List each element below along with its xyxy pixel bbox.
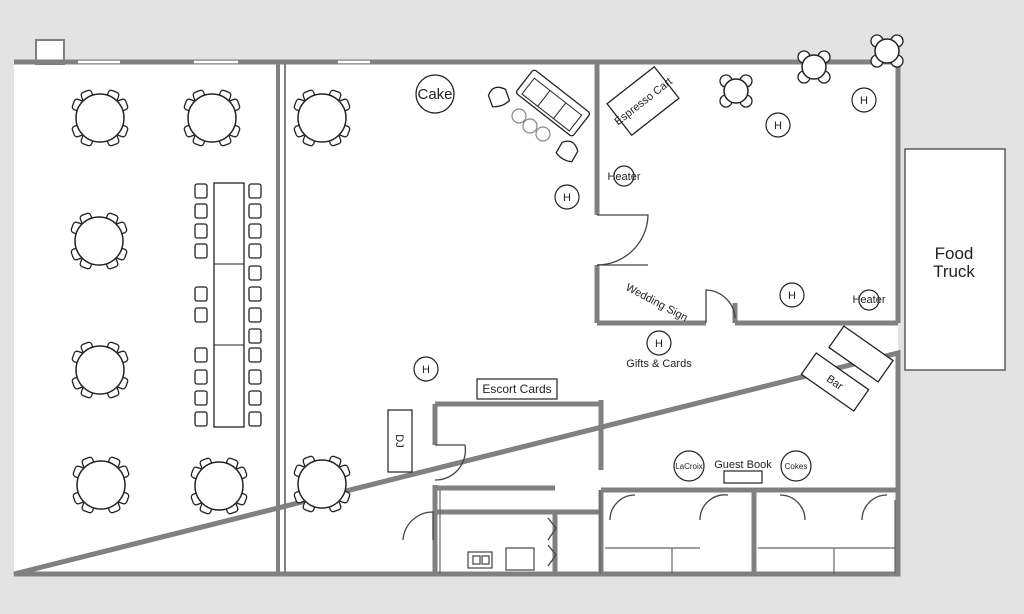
dj-booth bbox=[387, 409, 413, 473]
guest-book-label: Guest Book bbox=[714, 459, 772, 471]
heater-symbol-6: H bbox=[422, 364, 430, 376]
side-tables bbox=[511, 108, 551, 142]
heater-symbol-5: H bbox=[655, 338, 663, 350]
heater-symbol-4: H bbox=[788, 290, 796, 302]
escort-cards-table bbox=[476, 378, 558, 400]
banquet-table bbox=[194, 182, 262, 428]
gifts-cards-label: Gifts & Cards bbox=[626, 358, 692, 370]
guest-book-table bbox=[723, 470, 763, 484]
dj-label: DJ bbox=[393, 434, 405, 447]
heaters bbox=[413, 87, 880, 382]
bar: Bar bbox=[800, 325, 894, 412]
heater-label-1: Heater bbox=[607, 171, 640, 183]
lounge-sofa bbox=[515, 69, 591, 137]
escort-cards-label: Escort Cards bbox=[482, 382, 551, 396]
heater-label-2: Heater bbox=[852, 294, 885, 306]
food-truck-label-line1: Food bbox=[935, 244, 974, 263]
doors bbox=[402, 214, 888, 567]
lacroix-table bbox=[673, 450, 705, 482]
cake-label: Cake bbox=[417, 86, 452, 103]
food-truck bbox=[904, 148, 1006, 371]
heater-symbol-3: H bbox=[774, 120, 782, 132]
cokes-table bbox=[780, 450, 812, 482]
kitchen-counter bbox=[467, 547, 535, 571]
cokes-label: Cokes bbox=[785, 462, 808, 471]
lacroix-label: LaCroix bbox=[675, 462, 703, 471]
heater-symbol-2: H bbox=[860, 95, 868, 107]
lounge-chairs bbox=[487, 86, 579, 163]
food-truck-label-line2: Truck bbox=[933, 262, 975, 281]
walls bbox=[13, 59, 901, 577]
cake-table bbox=[415, 74, 455, 114]
heater-symbol-1: H bbox=[563, 192, 571, 204]
